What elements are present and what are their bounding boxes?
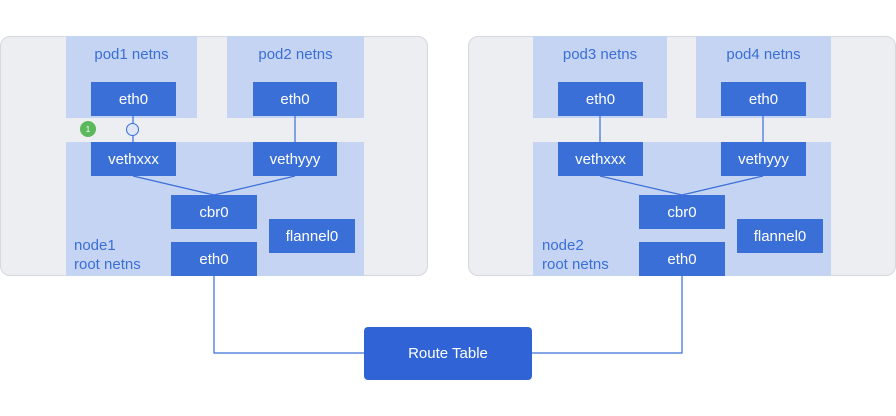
node1-route-link — [213, 276, 364, 354]
node2-vetha-bridge-link — [599, 175, 683, 196]
node2-label-line2: root netns — [542, 256, 609, 273]
node2-vethb-bridge-link — [681, 175, 764, 196]
route-table-box[interactable]: Route Table — [364, 327, 532, 380]
node1-cbr0[interactable]: cbr0 — [171, 195, 257, 229]
node1-vetha-bridge-link — [132, 175, 215, 196]
node2-cbr0[interactable]: cbr0 — [639, 195, 725, 229]
node1-flannel0[interactable]: flannel0 — [269, 219, 355, 253]
pod3-eth0[interactable]: eth0 — [558, 82, 643, 116]
pod4-netns-label: pod4 netns — [726, 46, 801, 63]
node1-label: node1 root netns — [74, 236, 169, 274]
pod2-eth0[interactable]: eth0 — [253, 82, 337, 116]
packet-marker-icon — [126, 123, 139, 136]
node1-label-line2: root netns — [74, 256, 141, 273]
node2-label-line1: node2 — [542, 237, 584, 254]
node2-veth-b[interactable]: vethyyy — [721, 142, 806, 176]
node2-flannel0[interactable]: flannel0 — [737, 219, 823, 253]
pod3-netns-label: pod3 netns — [562, 46, 638, 63]
node2-veth-a[interactable]: vethxxx — [558, 142, 643, 176]
node1-veth-a[interactable]: vethxxx — [91, 142, 176, 176]
node1-vethb-bridge-link — [213, 175, 296, 196]
pod4-eth0[interactable]: eth0 — [721, 82, 806, 116]
pod2-netns-label: pod2 netns — [258, 46, 333, 63]
pod1-eth0[interactable]: eth0 — [91, 82, 176, 116]
node1-veth-b[interactable]: vethyyy — [253, 142, 337, 176]
node1-eth0[interactable]: eth0 — [171, 242, 257, 276]
node1-label-line1: node1 — [74, 237, 116, 254]
step-badge: 1 — [80, 121, 96, 137]
node2-route-link — [532, 276, 683, 354]
node2-eth0[interactable]: eth0 — [639, 242, 725, 276]
node2-label: node2 root netns — [542, 236, 637, 274]
pod1-netns-label: pod1 netns — [94, 46, 169, 63]
